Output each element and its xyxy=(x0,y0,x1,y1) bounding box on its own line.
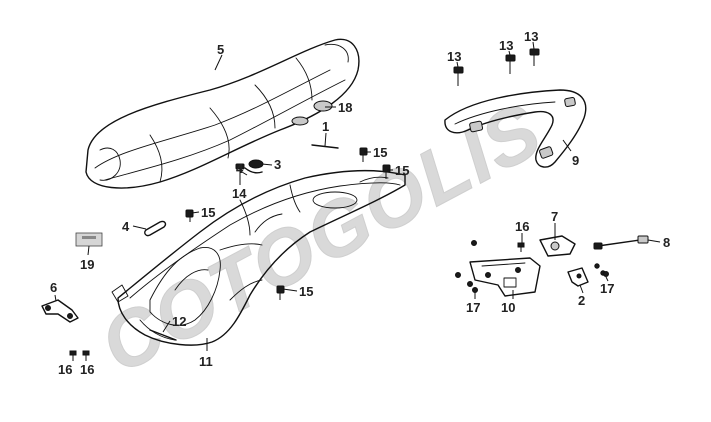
rear-carrier xyxy=(444,89,587,168)
lock-7 xyxy=(539,235,576,257)
bolt-13-middle xyxy=(505,54,516,74)
cable-8 xyxy=(593,235,649,250)
callout-15-d: 15 xyxy=(299,284,313,299)
callout-6: 6 xyxy=(50,280,57,295)
grommets-18 xyxy=(291,100,333,126)
bolt-13-left xyxy=(453,66,464,86)
callout-13-right: 13 xyxy=(524,29,538,44)
screw-16-b xyxy=(82,350,90,361)
screw-16-c xyxy=(517,242,525,252)
callout-16-a: 16 xyxy=(58,362,72,377)
seat xyxy=(85,38,360,189)
storage-box xyxy=(111,170,406,346)
callout-14: 14 xyxy=(232,186,247,201)
callout-15-b: 15 xyxy=(373,145,387,160)
rod-12 xyxy=(149,329,177,341)
bolt-13-right xyxy=(529,48,540,66)
callout-labels: 5 13 13 13 18 1 15 15 3 4 14 9 4 15 19 1… xyxy=(50,29,670,377)
callout-13-middle: 13 xyxy=(499,38,513,53)
callout-10: 10 xyxy=(501,300,515,315)
callout-17-left: 17 xyxy=(466,300,480,315)
latch-rod xyxy=(311,144,339,149)
callout-13-left: 13 xyxy=(447,49,461,64)
callout-18: 18 xyxy=(338,100,352,115)
callout-17-right: 17 xyxy=(600,281,614,296)
callout-15-a: 15 xyxy=(201,205,215,220)
callout-11: 11 xyxy=(199,354,213,369)
screws-16 xyxy=(69,242,525,361)
callout-3: 3 xyxy=(274,157,281,172)
callout-4-hinge: 4 xyxy=(236,161,244,176)
label-19 xyxy=(75,232,103,247)
callout-16-b: 16 xyxy=(80,362,94,377)
callout-9: 9 xyxy=(572,153,579,168)
callout-12: 12 xyxy=(172,314,186,329)
bracket-6 xyxy=(41,299,79,323)
nuts-17 xyxy=(472,271,609,293)
callout-7: 7 xyxy=(551,209,558,224)
callout-5: 5 xyxy=(217,42,224,57)
bolts-13 xyxy=(453,48,540,86)
callout-4-pad: 4 xyxy=(122,219,130,234)
screw-16-a xyxy=(69,350,77,361)
callout-8: 8 xyxy=(663,235,670,250)
callout-1: 1 xyxy=(322,119,329,134)
bolt-15-a xyxy=(185,209,194,222)
leader-lines xyxy=(54,41,661,351)
pad-4 xyxy=(144,220,167,237)
bolt-15-d xyxy=(276,285,285,300)
callout-2: 2 xyxy=(578,293,585,308)
hinge-screw-14 xyxy=(235,163,245,183)
hinge-3 xyxy=(244,159,264,174)
bolt-15-b xyxy=(359,147,368,162)
latch-plate-10 xyxy=(455,240,541,297)
callout-19: 19 xyxy=(80,257,94,272)
callout-15-c: 15 xyxy=(395,163,409,178)
callout-16-c: 16 xyxy=(515,219,529,234)
